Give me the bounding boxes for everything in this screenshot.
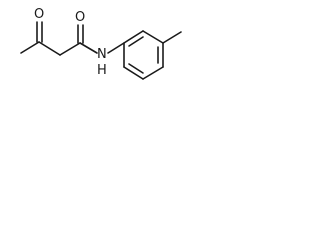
bond-c2-c1 [59, 42, 81, 56]
chemical-structure: O O N H [20, 7, 182, 80]
ring-bond-2 [142, 30, 164, 44]
molecule-diagram: O O N H [0, 0, 195, 128]
bond-c3-c2 [38, 41, 61, 56]
amide-nitrogen-label: N [97, 47, 107, 62]
ring-bond-1 [123, 30, 144, 44]
amide-hydrogen-label: H [97, 63, 107, 78]
ring-bond-5 [123, 66, 144, 80]
bond-c1-n [79, 42, 98, 54]
ring-inner-double-3 [128, 63, 144, 74]
bond-ring-ch3 [162, 31, 182, 44]
ketone-oxygen-label: O [34, 7, 44, 22]
ring-bond-4 [142, 66, 164, 80]
amide-oxygen-label: O [75, 10, 85, 25]
ring-inner-double-1 [128, 36, 144, 47]
bond-ch3-c3 [20, 41, 40, 54]
bond-n-ring [107, 42, 125, 54]
